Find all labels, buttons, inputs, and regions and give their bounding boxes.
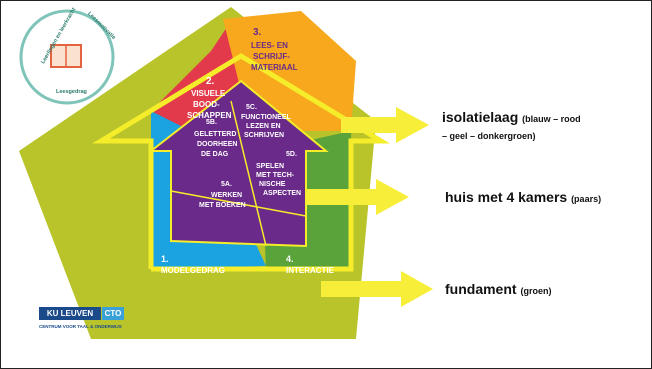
room-3-name-3: MATERIAAL [251,63,298,72]
room-5c-name-3: SCHRIJVEN [244,132,285,139]
label-fundament: fundament (groen) [445,281,551,297]
cto-text: CTO [102,307,124,320]
room-3-name-2: SCHRIJF- [253,52,290,61]
room-divider [230,100,267,247]
ku-leuven-text: KU LEUVEN [39,307,101,320]
room-3-num: 3. [253,27,262,38]
arrow-fundament [321,271,433,307]
room-5c-name-2: LEZEN EN [246,123,281,130]
ku-leuven-logo: KU LEUVEN CTO CENTRUM VOOR TAAL & ONDERW… [39,307,154,335]
room-5b-num: 5B. [206,119,217,126]
room-5b-name-2: DOORHEEN [197,141,238,148]
room-4-num: 4. [286,254,294,264]
room-4-name: INTERACTIE [286,266,334,275]
label-fundament-title: fundament [445,281,517,297]
label-huis: huis met 4 kamers (paars) [445,189,601,205]
room-2-num: 2. [206,76,215,87]
label-fundament-detail: (groen) [520,286,552,296]
label-isolatie: isolatielaag (blauw – rood [442,109,581,125]
arrow-huis [306,179,409,215]
label-isolatie-title: isolatielaag [442,109,519,125]
label-isolatie-detail-1: (blauw – rood [522,114,581,124]
arrow-isolatie [341,107,429,143]
room-5d-name-3: NISCHE [259,181,286,188]
room-divider [170,190,307,217]
isolation-outline [92,53,390,272]
room-5c-name-1: FUNCTIONEEL [241,114,291,121]
room-1-name: MODELGEDRAG [161,266,225,275]
logo-text-bottom: Leesgedrag [56,89,87,95]
room-5a-name-1: WERKEN [211,192,243,199]
room-2-name-2: BOOD- [193,100,220,109]
room-5d-name-2: MET TECH- [256,172,295,179]
cto-subtitle: CENTRUM VOOR TAAL & ONDERWIJS [39,324,122,329]
room-5d-num: 5D. [286,151,297,158]
room-5b-name-3: DE DAG [201,151,229,158]
purple-house [148,79,329,248]
room-5d-name-1: SPELEN [256,163,285,170]
label-isolatie-detail-2: – geel – donkergroen) [442,131,536,141]
room-5a-num: 5A. [221,181,232,188]
room-1-num: 1. [161,254,169,264]
room-5d-name-4: ASPECTEN [263,190,302,197]
room-5b-name-1: GELETTERD [194,131,237,138]
label-huis-detail: (paars) [571,194,602,204]
room-3-name-1: LEES- EN [251,41,288,50]
room-2-name-3: SCHAPPEN [187,111,232,120]
room-5c-num: 5C. [246,104,257,111]
label-huis-title: huis met 4 kamers [445,189,568,205]
room-5a-name-2: MET BOEKEN [199,202,246,209]
room-2-name-1: VISUELE [191,89,226,98]
